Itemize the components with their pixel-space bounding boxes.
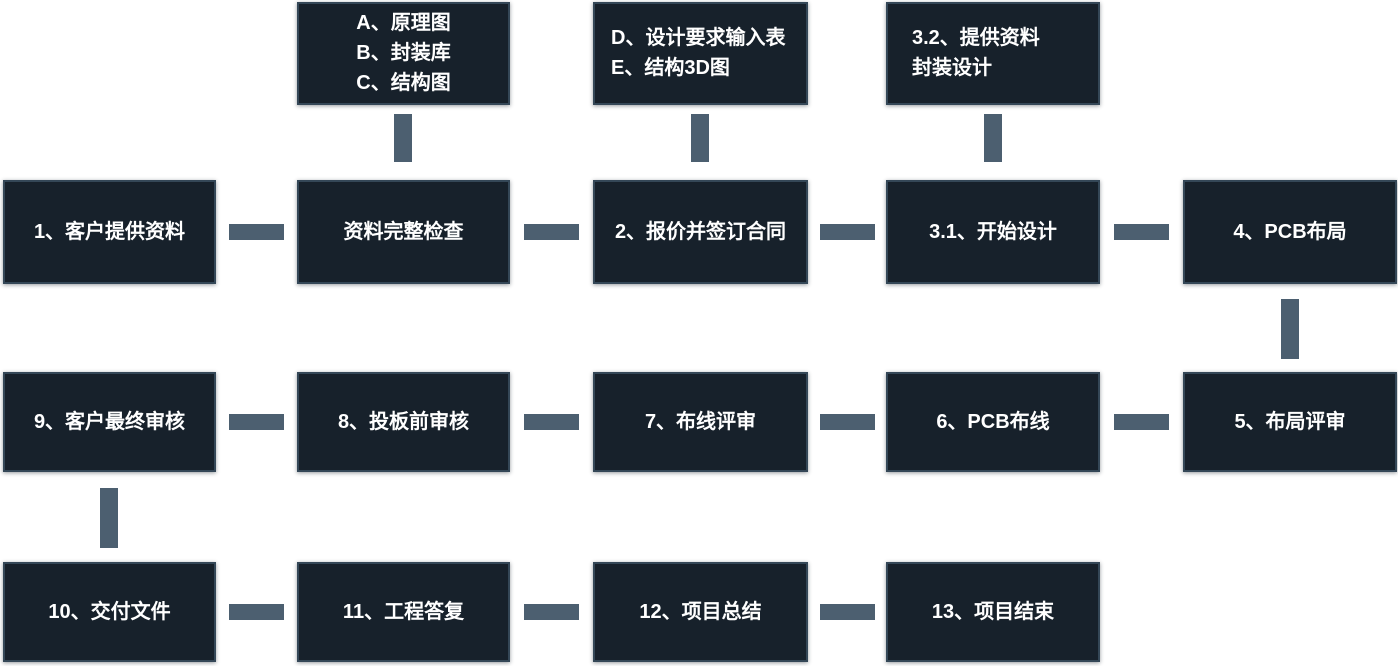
- step-label: 8、投板前审核: [337, 410, 470, 433]
- connector-vertical-step9-step10: [100, 488, 118, 548]
- connector-horizontal-row3: [820, 604, 875, 620]
- annotation-line: B、封装库: [356, 42, 451, 64]
- annotation-line: C、结构图: [356, 72, 451, 94]
- connector-horizontal-row2: [524, 414, 579, 430]
- connector-vertical-provide: [984, 114, 1002, 162]
- step-box-8-pre-fabrication-review: 8、投板前审核: [297, 372, 510, 472]
- annotation-line: A、原理图: [356, 12, 451, 34]
- step-box-1-customer-provides-material: 1、客户提供资料: [3, 180, 216, 284]
- annotation-box-provide-material: 3.2、提供资料 封装设计: [886, 2, 1100, 105]
- step-box-12-project-summary: 12、项目总结: [593, 562, 808, 662]
- connector-vertical-abc: [394, 114, 412, 162]
- step-label: 4、PCB布局: [1233, 220, 1347, 243]
- step-label: 1、客户提供资料: [33, 220, 186, 243]
- annotation-line: 3.2、提供资料: [912, 27, 1040, 49]
- step-label: 10、交付文件: [48, 600, 171, 623]
- step-box-5-layout-review: 5、布局评审: [1183, 372, 1397, 472]
- step-box-11-engineering-reply: 11、工程答复: [297, 562, 510, 662]
- step-box-6-pcb-routing: 6、PCB布线: [886, 372, 1100, 472]
- step-label: 2、报价并签订合同: [614, 220, 787, 243]
- step-label: 11、工程答复: [342, 600, 465, 623]
- step-label: 资料完整检查: [343, 220, 464, 243]
- step-box-3-1-start-design: 3.1、开始设计: [886, 180, 1100, 284]
- step-label: 7、布线评审: [644, 410, 757, 433]
- connector-vertical-de: [691, 114, 709, 162]
- step-box-13-project-end: 13、项目结束: [886, 562, 1100, 662]
- connector-horizontal-row2: [820, 414, 875, 430]
- connector-horizontal-row3: [229, 604, 284, 620]
- annotation-box-abc: A、原理图 B、封装库 C、结构图: [297, 2, 510, 105]
- connector-horizontal-row2: [1114, 414, 1169, 430]
- step-label: 9、客户最终审核: [33, 410, 186, 433]
- connector-horizontal-row1: [1114, 224, 1169, 240]
- connector-vertical-step4-step5: [1281, 299, 1299, 359]
- annotation-line: D、设计要求输入表: [611, 27, 786, 49]
- step-box-2-quote-and-sign-contract: 2、报价并签订合同: [593, 180, 808, 284]
- connector-horizontal-row1: [524, 224, 579, 240]
- annotation-line: 封装设计: [912, 57, 992, 79]
- connector-horizontal-row2: [229, 414, 284, 430]
- step-box-4-pcb-layout: 4、PCB布局: [1183, 180, 1397, 284]
- step-box-material-completeness-check: 资料完整检查: [297, 180, 510, 284]
- annotation-line: E、结构3D图: [611, 57, 730, 79]
- step-label: 12、项目总结: [639, 600, 762, 623]
- annotation-box-de: D、设计要求输入表 E、结构3D图: [593, 2, 808, 105]
- connector-horizontal-row1: [229, 224, 284, 240]
- step-box-9-customer-final-review: 9、客户最终审核: [3, 372, 216, 472]
- step-box-10-deliver-files: 10、交付文件: [3, 562, 216, 662]
- step-box-7-routing-review: 7、布线评审: [593, 372, 808, 472]
- connector-horizontal-row3: [524, 604, 579, 620]
- step-label: 5、布局评审: [1234, 410, 1346, 433]
- step-label: 6、PCB布线: [936, 410, 1050, 433]
- connector-horizontal-row1: [820, 224, 875, 240]
- step-label: 3.1、开始设计: [929, 220, 1057, 243]
- step-label: 13、项目结束: [931, 600, 1055, 623]
